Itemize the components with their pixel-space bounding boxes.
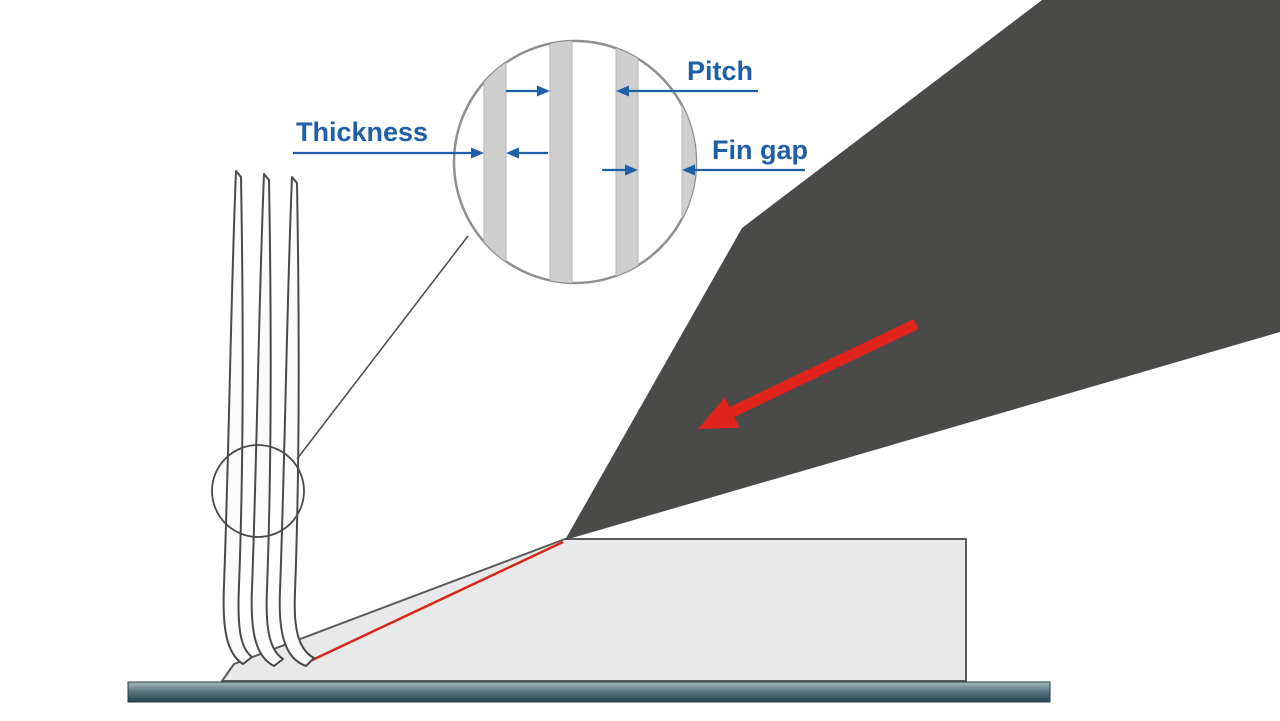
skived-fins xyxy=(222,170,315,667)
cut-line xyxy=(307,540,564,664)
base-block-shape xyxy=(221,538,967,682)
detail-connector-line xyxy=(296,235,469,460)
fin-gap-arrowhead-left xyxy=(625,164,638,176)
thickness-label: Thickness xyxy=(296,117,428,147)
dimension-arrowheads xyxy=(471,85,695,176)
thickness-arrowhead-right xyxy=(506,147,519,159)
fin-3 xyxy=(278,176,315,667)
zoom-source-circle xyxy=(211,444,305,538)
fin-cross-sections xyxy=(483,41,696,283)
dimension-lines xyxy=(293,89,805,172)
pitch-label: Pitch xyxy=(687,56,753,86)
detail-view: Pitch Thickness Fin gap xyxy=(293,39,808,285)
pitch-arrowhead-right xyxy=(616,85,629,97)
fin-gap-arrowhead-right xyxy=(682,164,695,176)
fin-gap-label: Fin gap xyxy=(712,135,808,165)
fin-cross-section-1 xyxy=(483,41,507,283)
fin-group xyxy=(222,170,315,667)
cut-direction-arrow-head xyxy=(698,397,740,429)
fin-2 xyxy=(250,173,284,667)
cut-direction-arrow xyxy=(698,319,919,429)
base-block xyxy=(221,538,967,682)
cutting-blade xyxy=(565,0,1280,540)
thickness-arrowhead-left xyxy=(471,147,484,159)
fin-1 xyxy=(222,170,253,665)
fin-cross-section-3 xyxy=(615,41,639,283)
pitch-arrowhead-left xyxy=(537,85,550,97)
cut-direction-arrow-shaft xyxy=(729,319,919,417)
baseplate xyxy=(127,681,1051,703)
fin-cross-section-2 xyxy=(549,41,573,283)
